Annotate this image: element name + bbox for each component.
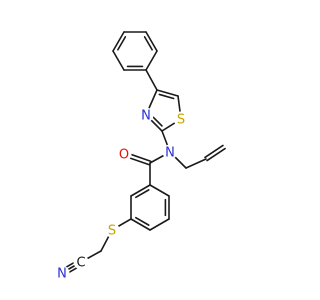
bond-ph5-ph6: [112, 50, 125, 71]
bond-layer: [59, 31, 226, 277]
atom-bg-carbonyl_o: [116, 146, 132, 162]
atom-bg-nitrile_c: [73, 254, 89, 270]
bond-ph4-tz_c4: [145, 69, 158, 91]
atom-label-tz_n3: N: [141, 109, 151, 124]
atom-bg-amide_n: [162, 144, 178, 160]
atom-bg-thio_s: [104, 222, 120, 238]
bond-ph6-ph1-inner: [117, 36, 127, 51]
bond-bz3-bz4-inner: [135, 216, 150, 226]
bond-bz1-bz2: [130, 184, 151, 197]
bond-ph2-ph3: [145, 31, 158, 52]
bond-ph3-ph4: [145, 50, 158, 71]
bond-allyl_c2-allyl_c3-a: [206, 147, 226, 162]
bond-allyl_c2-allyl_c3-b: [204, 144, 224, 159]
atom-label-carbonyl_o: O: [119, 148, 129, 163]
atom-bg-nitrile_n: [54, 265, 70, 281]
bond-bz4-bz5: [149, 218, 170, 231]
atom-label-tz_s1: S: [177, 113, 185, 128]
atom-label-amide_n: N: [165, 146, 175, 161]
atom-bg-tz_n3: [138, 107, 154, 123]
bond-ph6-ph1: [112, 31, 125, 52]
atom-label-nitrile_n: N: [57, 267, 67, 282]
bond-bz3-bz4: [130, 218, 151, 231]
bond-tz_c4-tz_c5: [156, 89, 179, 97]
atom-bg-tz_s1: [173, 111, 189, 127]
bond-tz_c4-tz_c5-inner: [158, 93, 175, 100]
bond-bz6-bz1: [149, 184, 170, 197]
bond-bz1-bz2-inner: [135, 189, 150, 199]
bond-allyl_c1-allyl_c2: [185, 158, 207, 169]
atom-label-thio_s: S: [108, 224, 116, 239]
atom-label-nitrile_c: C: [76, 256, 85, 271]
bond-ph2-ph3-inner: [143, 36, 153, 51]
